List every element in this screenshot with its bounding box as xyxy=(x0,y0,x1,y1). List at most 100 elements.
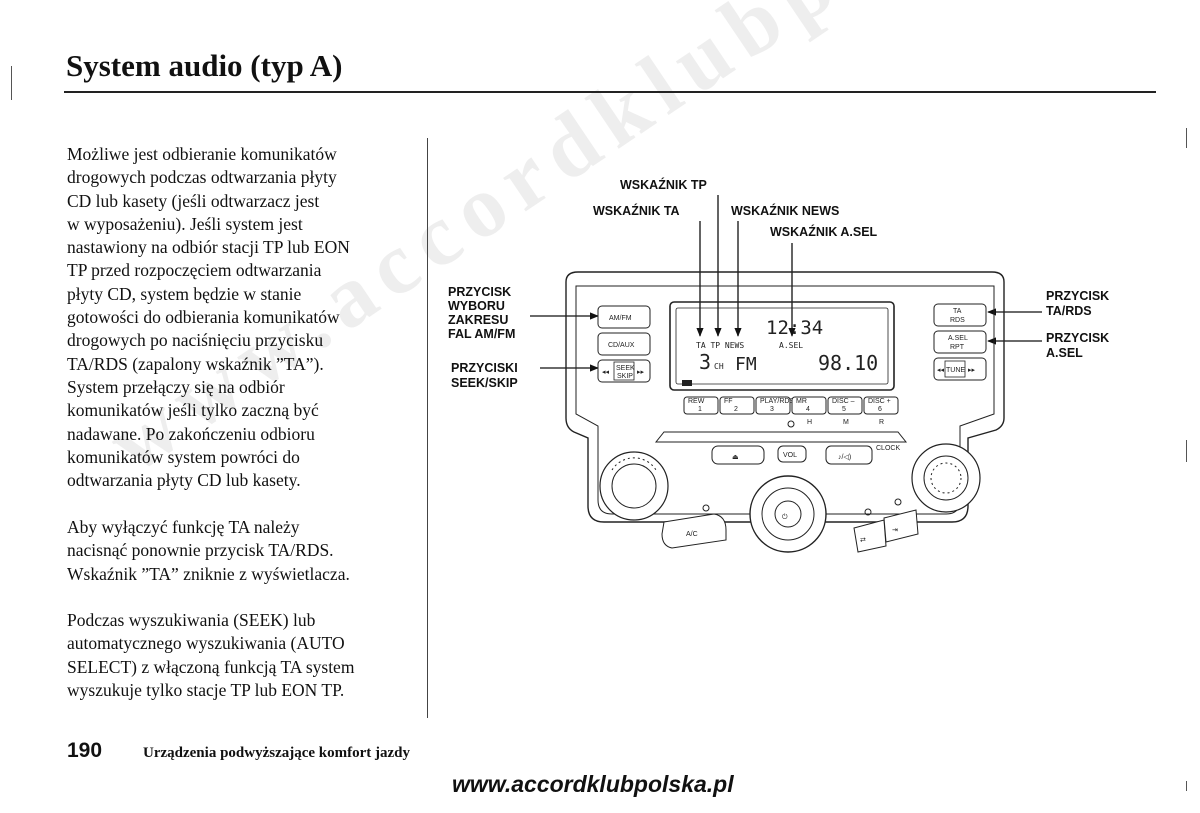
display-ch-unit: CH xyxy=(714,362,724,371)
label-ta-rds-button: PRZYCISK TA/RDS xyxy=(1046,289,1109,318)
svg-text:A/C: A/C xyxy=(686,531,698,538)
clock-set-letters: H M R xyxy=(787,419,884,428)
label-ta-indicator: WSKAŹNIK TA xyxy=(593,203,680,218)
preset-button-5[interactable]: DISC –5 xyxy=(827,396,863,415)
svg-text:⏏: ⏏ xyxy=(732,454,739,461)
footer-url: www.accordklubpolska.pl xyxy=(452,771,734,797)
preset-number-1: 1 xyxy=(698,406,702,413)
svg-text:TA: TA xyxy=(953,308,962,315)
paragraph-seek: Podczas wyszukiwania (SEEK) lub automaty… xyxy=(67,610,355,700)
preset-number-6: 6 xyxy=(878,406,882,413)
svg-text:RPT: RPT xyxy=(950,344,965,351)
edge-mark-right xyxy=(1186,128,1187,148)
svg-text:TUNE: TUNE xyxy=(946,367,965,374)
display-channel: 3 xyxy=(699,350,711,374)
svg-text:A.SEL: A.SEL xyxy=(1046,346,1083,360)
leader-lines xyxy=(530,195,1042,372)
page-title: System audio (typ A) xyxy=(66,48,343,83)
display-band: FM xyxy=(735,354,757,375)
vol-button[interactable]: VOL xyxy=(777,445,807,463)
tune-button[interactable]: TUNE ◂◂ ▸▸ xyxy=(933,357,987,381)
preset-number-3: 3 xyxy=(770,406,774,413)
temperature-knob[interactable] xyxy=(911,443,981,513)
display-tape-mark xyxy=(682,380,692,386)
sound-clock-button[interactable]: ♪/◁) CLOCK xyxy=(825,445,900,465)
svg-text:R: R xyxy=(879,419,884,426)
ac-button[interactable]: A/C xyxy=(661,513,727,549)
power-icon: ⏻ xyxy=(782,513,788,521)
recirculation-button[interactable]: ⇄ xyxy=(853,519,887,553)
page-number: 190 xyxy=(67,739,103,762)
ta-rds-button[interactable]: TA RDS xyxy=(933,303,987,327)
preset-number-5: 5 xyxy=(842,406,846,413)
head-unit xyxy=(565,271,1005,523)
svg-text:PRZYCISK: PRZYCISK xyxy=(1046,289,1109,303)
edge-mark-right-bottom xyxy=(1186,781,1187,791)
svg-text:SEEK: SEEK xyxy=(616,365,635,372)
svg-text:CD/AUX: CD/AUX xyxy=(608,342,635,349)
asel-rpt-button[interactable]: A.SEL RPT xyxy=(933,330,987,354)
svg-text:PRZYCISK: PRZYCISK xyxy=(448,285,511,299)
preset-button-2[interactable]: FF2 xyxy=(719,396,755,415)
label-news-indicator: WSKAŹNIK NEWS xyxy=(731,203,839,218)
svg-text:A.SEL: A.SEL xyxy=(948,335,968,342)
paragraph-ta-info: Możliwe jest odbieranie komunikatów drog… xyxy=(67,144,350,491)
svg-text:▸▸: ▸▸ xyxy=(637,369,645,376)
svg-text:TA/RDS: TA/RDS xyxy=(1046,304,1092,318)
preset-button-6[interactable]: DISC +6 xyxy=(863,396,899,415)
paragraph-ta-off: Aby wyłączyć funkcję TA należy nacisnąć … xyxy=(67,517,350,584)
fresh-air-icon: ⇥ xyxy=(892,527,898,534)
svg-text:ZAKRESU: ZAKRESU xyxy=(448,313,508,327)
edge-mark-right-mid xyxy=(1186,440,1187,462)
preset-tag-2: FF xyxy=(724,398,733,405)
display-clock: 12:34 xyxy=(766,317,823,339)
label-asel-button: PRZYCISK A.SEL xyxy=(1046,331,1109,360)
recirculation-icon: ⇄ xyxy=(860,537,866,544)
section-name: Urządzenia podwyższające komfort jazdy xyxy=(143,745,411,761)
am-fm-button[interactable]: AM/FM xyxy=(597,305,651,329)
display-asel-indicator: A.SEL xyxy=(779,341,803,350)
svg-text:SEEK/SKIP: SEEK/SKIP xyxy=(451,376,518,390)
svg-text:H: H xyxy=(807,419,812,426)
display-frequency: 98.10 xyxy=(818,351,878,375)
svg-text:▸▸: ▸▸ xyxy=(968,367,976,374)
preset-tag-1: REW xyxy=(688,398,705,405)
svg-text:PRZYCISK: PRZYCISK xyxy=(1046,331,1109,345)
preset-number-4: 4 xyxy=(806,406,810,413)
fan-knob[interactable] xyxy=(599,451,669,521)
svg-text:SKIP: SKIP xyxy=(617,373,633,380)
power-volume-knob[interactable]: ⏻ xyxy=(749,475,827,553)
svg-text:◂◂: ◂◂ xyxy=(937,367,945,374)
svg-text:RDS: RDS xyxy=(950,317,965,324)
column-divider xyxy=(427,138,428,718)
svg-text:♪/◁): ♪/◁) xyxy=(838,454,851,461)
fresh-air-button[interactable]: ⇥ xyxy=(883,509,919,543)
svg-text:AM/FM: AM/FM xyxy=(609,315,632,322)
preset-tag-4: MR xyxy=(796,398,807,405)
title-rule xyxy=(64,91,1156,93)
svg-text:WYBORU: WYBORU xyxy=(448,299,505,313)
display-indicators: TA TP NEWS xyxy=(696,341,744,350)
preset-number-2: 2 xyxy=(734,406,738,413)
eject-button[interactable]: ⏏ xyxy=(711,445,765,465)
svg-text:M: M xyxy=(843,419,849,426)
preset-tag-3: PLAY/RDS xyxy=(760,398,794,405)
label-asel-indicator: WSKAŹNIK A.SEL xyxy=(770,224,878,239)
svg-text:FAL AM/FM: FAL AM/FM xyxy=(448,327,515,341)
preset-button-4[interactable]: MR4 xyxy=(791,396,827,415)
edge-mark-left xyxy=(11,66,12,100)
label-band-button: PRZYCISK WYBORU ZAKRESU FAL AM/FM xyxy=(448,285,515,341)
label-tp-indicator: WSKAŹNIK TP xyxy=(620,177,707,192)
label-seek-buttons: PRZYCISKI SEEK/SKIP xyxy=(451,361,518,390)
seek-skip-button[interactable]: SEEK SKIP ◂◂ ▸▸ xyxy=(597,359,651,383)
svg-text:PRZYCISKI: PRZYCISKI xyxy=(451,361,518,375)
cd-aux-button[interactable]: CD/AUX xyxy=(597,332,651,356)
svg-text:VOL: VOL xyxy=(783,452,797,459)
svg-text:◂◂: ◂◂ xyxy=(602,369,610,376)
preset-tag-6: DISC + xyxy=(868,398,891,405)
preset-tag-5: DISC – xyxy=(832,398,855,405)
svg-text:CLOCK: CLOCK xyxy=(876,445,900,452)
